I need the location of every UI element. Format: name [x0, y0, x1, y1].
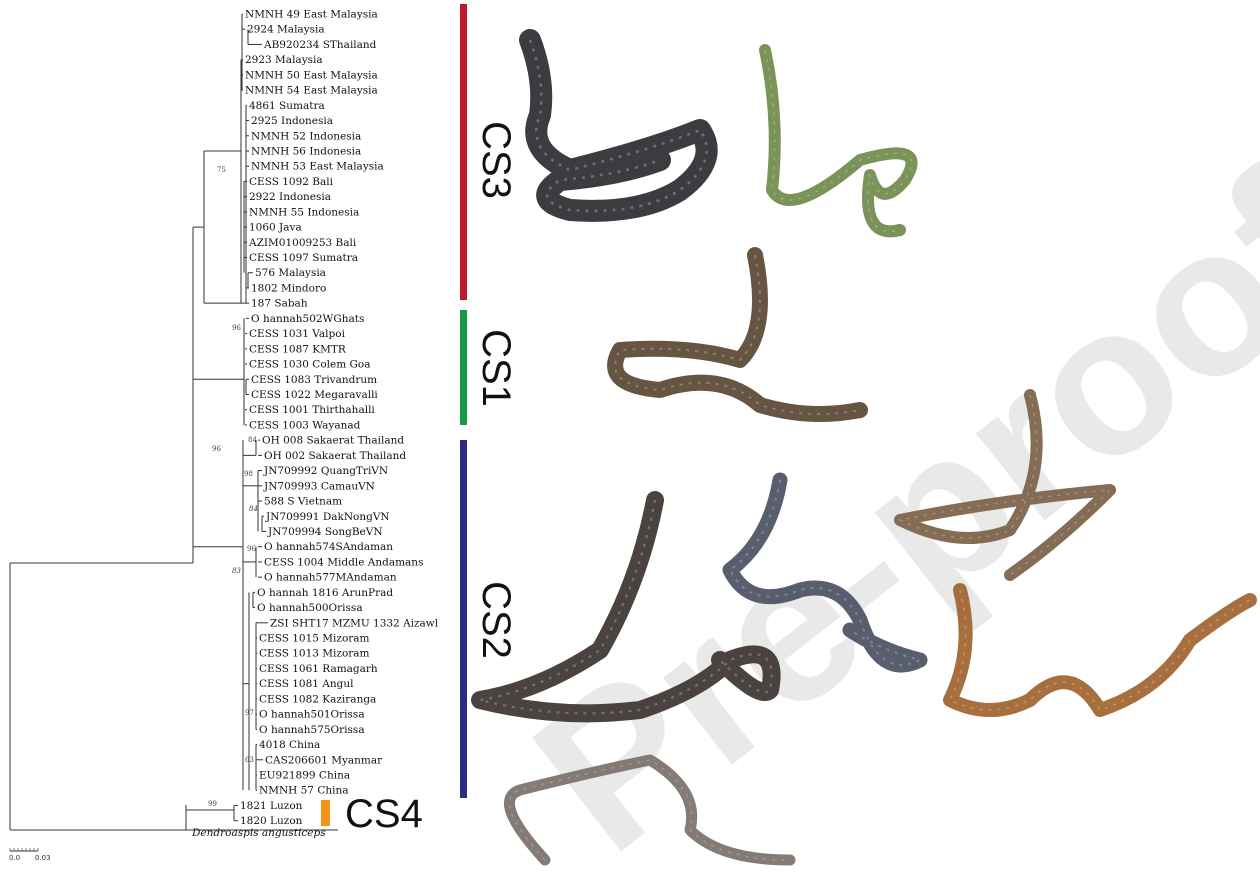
- tip-label: NMNH 50 East Malaysia: [245, 69, 378, 81]
- scale-start-label: 0.0: [9, 854, 20, 862]
- bootstrap-value: 83: [232, 567, 241, 575]
- tip-label: O hannah574SAndaman: [264, 541, 393, 553]
- tip-label: 4861 Sumatra: [249, 100, 325, 112]
- tip-label: NMNH 54 East Malaysia: [245, 85, 378, 97]
- tip-label: CESS 1001 Thirthahalli: [249, 404, 375, 416]
- tip-label: NMNH 53 East Malaysia: [251, 161, 384, 173]
- clade-bar-cs3: [460, 4, 467, 300]
- clade-label-cs4: CS4: [345, 792, 423, 836]
- clade-bar-cs2: [460, 440, 467, 798]
- tip-label: NMNH 52 Indonesia: [251, 130, 361, 142]
- tip-label: O hannah577MAndaman: [264, 572, 397, 584]
- tip-label: AB920234 SThailand: [263, 39, 377, 51]
- tip-label: 1802 Mindoro: [251, 282, 326, 294]
- tip-label: CESS 1092 Bali: [249, 176, 334, 188]
- tip-label: CESS 1097 Sumatra: [249, 252, 358, 264]
- tip-label: O hannah 1816 ArunPrad: [257, 587, 393, 599]
- black-cobra-photo: [530, 40, 707, 211]
- tip-label: NMNH 57 China: [259, 785, 349, 797]
- tip-label: 1821 Luzon: [240, 800, 303, 812]
- bootstrap-value: 96: [247, 545, 256, 553]
- tip-label: CESS 1022 Megaravalli: [251, 389, 378, 401]
- bootstrap-value: 75: [217, 166, 226, 174]
- tip-label: OH 002 Sakaerat Thailand: [264, 450, 406, 462]
- clade-label-cs2: CS2: [474, 581, 518, 659]
- tip-label: CESS 1081 Angul: [259, 678, 354, 690]
- tip-label: CESS 1003 Wayanad: [249, 419, 361, 431]
- tip-label: CESS 1013 Mizoram: [259, 648, 370, 660]
- brown-cobra-photo: [615, 255, 860, 414]
- tip-label: 2925 Indonesia: [251, 115, 333, 127]
- tip-label: O hannah502WGhats: [251, 313, 364, 325]
- tip-label: 576 Malaysia: [255, 267, 326, 279]
- tip-label: CESS 1082 Kaziranga: [259, 693, 376, 705]
- tip-label: O hannah500Orissa: [257, 602, 363, 614]
- tip-label: CESS 1030 Colem Goa: [249, 359, 371, 371]
- bootstrap-value: 63: [245, 756, 254, 764]
- tip-label: 1820 Luzon: [240, 815, 303, 827]
- tip-label: ZSI SHT17 MZMU 1332 Aizawl: [270, 617, 439, 629]
- tip-label: JN709992 QuangTriVN: [263, 465, 388, 477]
- tip-label: NMNH 49 East Malaysia: [245, 9, 378, 21]
- tip-label: CESS 1061 Ramagarh: [259, 663, 378, 675]
- tip-label: JN709994 SongBeVN: [267, 526, 383, 538]
- bootstrap-value: 96: [232, 324, 241, 332]
- tip-label: NMNH 56 Indonesia: [251, 145, 361, 157]
- scale-end-label: 0.03: [35, 854, 51, 862]
- tip-label: 4018 China: [259, 739, 320, 751]
- tip-label: EU921899 China: [259, 770, 350, 782]
- tip-label: OH 008 Sakaerat Thailand: [262, 435, 404, 447]
- outgroup-label: Dendroaspis angusticeps: [191, 827, 326, 839]
- scale-bar: 0.0 0.03: [9, 848, 51, 862]
- tip-label: 187 Sabah: [251, 298, 308, 310]
- tip-label: 2923 Malaysia: [245, 54, 323, 66]
- tip-label: CESS 1087 KMTR: [249, 343, 347, 355]
- tip-label: CESS 1015 Mizoram: [259, 633, 370, 645]
- tip-label: CESS 1004 Middle Andamans: [264, 556, 423, 568]
- tip-label: O hannah501Orissa: [259, 709, 365, 721]
- tip-label: 2924 Malaysia: [247, 24, 325, 36]
- clade-label-cs1: CS1: [474, 329, 518, 407]
- tip-label: 2922 Indonesia: [249, 191, 331, 203]
- tip-label: CESS 1083 Trivandrum: [251, 374, 377, 386]
- bootstrap-value: 97: [245, 709, 254, 717]
- bootstrap-value: 96: [212, 445, 221, 453]
- bootstrap-value: 84: [249, 505, 258, 513]
- tip-labels: NMNH 49 East Malaysia 2924 MalaysiaAB9202…: [191, 9, 439, 840]
- tip-label: NMNH 55 Indonesia: [249, 206, 359, 218]
- tip-label: JN709993 CamauVN: [263, 480, 375, 492]
- clade-bar-cs4: [321, 800, 330, 826]
- tip-label: 1060 Java: [249, 222, 302, 234]
- tip-label: AZIM01009253 Bali: [248, 237, 357, 249]
- bootstrap-value: 84: [248, 436, 257, 444]
- bootstrap-value: 98: [244, 470, 253, 478]
- clade-bar-cs1: [460, 310, 467, 425]
- tip-label: CAS206601 Myanmar: [265, 754, 383, 766]
- tip-label: O hannah575Orissa: [259, 724, 365, 736]
- tip-label: CESS 1031 Valpoi: [249, 328, 346, 340]
- tip-label: JN709991 DakNongVN: [265, 511, 390, 523]
- bootstrap-value: 99: [208, 800, 217, 808]
- olive-cobra-photo: [765, 50, 912, 231]
- tip-label: 588 S Vietnam: [264, 496, 342, 508]
- clade-label-cs3: CS3: [474, 121, 518, 199]
